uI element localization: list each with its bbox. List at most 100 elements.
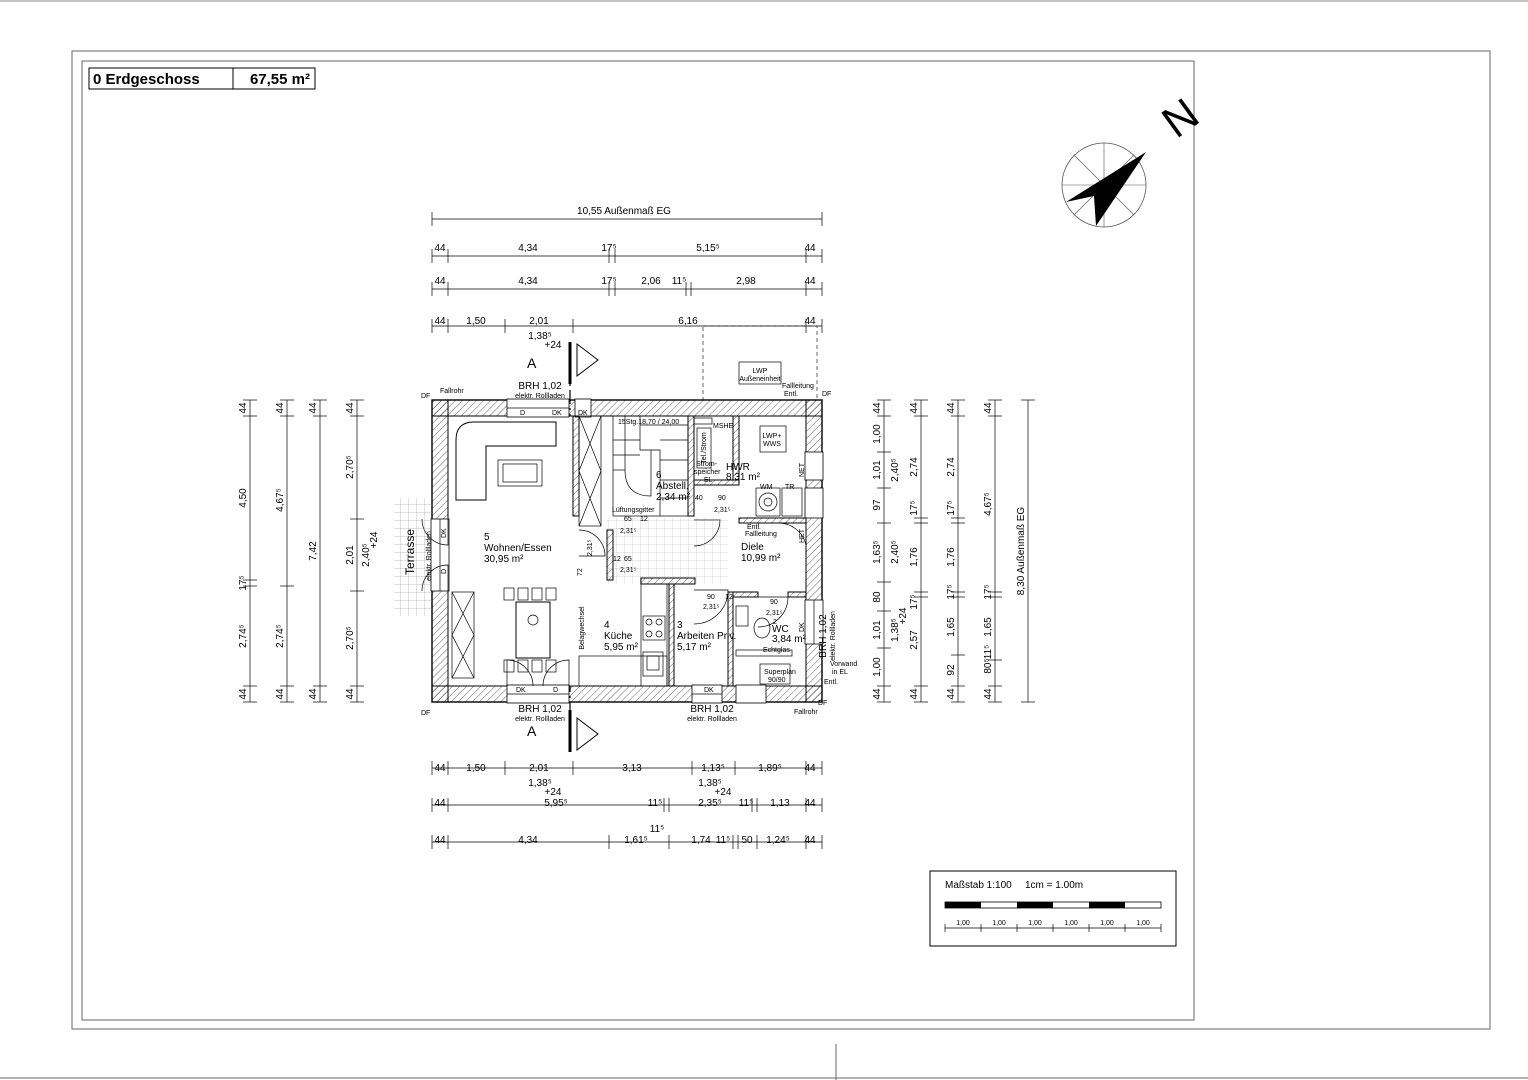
svg-text:2,34 m²: 2,34 m²: [656, 492, 691, 503]
svg-text:44: 44: [275, 688, 286, 700]
svg-text:WM: WM: [760, 484, 773, 491]
svg-text:1,38⁵: 1,38⁵: [890, 618, 901, 642]
svg-text:1,00: 1,00: [872, 657, 883, 677]
svg-text:Arbeiten Priv.: Arbeiten Priv.: [677, 631, 736, 642]
svg-text:44: 44: [308, 688, 319, 700]
room-living-area: 30,95 m²: [484, 554, 524, 565]
svg-text:+24: +24: [715, 787, 732, 798]
svg-text:1,00: 1,00: [872, 424, 883, 444]
svg-text:2,31⁵: 2,31⁵: [620, 567, 637, 574]
svg-text:DK: DK: [516, 687, 526, 694]
svg-text:92: 92: [946, 664, 957, 676]
svg-text:Echtglas: Echtglas: [763, 647, 790, 654]
svg-text:2,06: 2,06: [641, 276, 661, 287]
svg-text:DK: DK: [704, 687, 714, 694]
svg-text:40: 40: [695, 495, 703, 502]
svg-text:Entl.: Entl.: [747, 524, 761, 531]
svg-text:Superplan: Superplan: [764, 669, 796, 676]
svg-text:2,31⁵: 2,31⁵: [587, 539, 594, 556]
svg-text:44: 44: [434, 835, 446, 846]
svg-text:Maßstab 1:100: Maßstab 1:100: [945, 880, 1012, 891]
room-labels: 5 Wohnen/Essen 30,95 m² 6 Abstell. 2,34 …: [484, 462, 807, 653]
svg-text:BRH 1,02: BRH 1,02: [518, 381, 562, 392]
svg-text:4: 4: [604, 620, 610, 631]
svg-text:DF: DF: [421, 710, 430, 717]
svg-text:Strom-: Strom-: [696, 461, 718, 468]
svg-text:1,38⁵: 1,38⁵: [528, 331, 552, 342]
svg-text:97: 97: [872, 499, 883, 511]
svg-text:17⁵: 17⁵: [946, 584, 957, 599]
svg-text:1,76: 1,76: [946, 547, 957, 567]
svg-text:65: 65: [624, 516, 632, 523]
svg-text:44: 44: [345, 402, 356, 414]
building-labels: BRH 1,02 elektr. Rollladen BRH 1,02 elek…: [403, 368, 857, 723]
svg-text:4,34: 4,34: [518, 276, 538, 287]
svg-text:17⁵: 17⁵: [909, 500, 920, 515]
svg-text:44: 44: [983, 402, 994, 414]
svg-text:15Stg.18,70 / 24,00: 15Stg.18,70 / 24,00: [618, 419, 679, 426]
room-living-num: 5: [484, 532, 490, 543]
svg-text:44: 44: [909, 402, 920, 414]
inner-dimensions: 2,31⁵ 2,31⁵ 2,31⁵ 2,31⁵ 2,31⁵ 2,31⁵ 90 9…: [577, 495, 783, 626]
svg-text:17⁵: 17⁵: [909, 594, 920, 609]
svg-text:1,63⁵: 1,63⁵: [872, 540, 883, 564]
svg-text:1,00: 1,00: [1100, 920, 1114, 927]
svg-text:44: 44: [238, 688, 249, 700]
svg-text:Entl.: Entl.: [784, 391, 798, 398]
svg-text:1,38⁵: 1,38⁵: [528, 778, 552, 789]
svg-text:Diele: Diele: [741, 542, 764, 553]
svg-text:3,13: 3,13: [622, 763, 642, 774]
svg-text:Lüftungsgitter: Lüftungsgitter: [612, 507, 655, 514]
svg-text:90: 90: [718, 495, 726, 502]
dimensions-top: 10,55 Außenmaß EG 44 4,34 17⁵ 5,15⁵ 44 4…: [431, 206, 823, 351]
svg-text:2,74⁵: 2,74⁵: [275, 624, 286, 648]
svg-text:1cm = 1.00m: 1cm = 1.00m: [1025, 880, 1083, 891]
svg-text:4,50: 4,50: [238, 488, 249, 508]
svg-text:Terrasse: Terrasse: [403, 529, 417, 575]
svg-text:8,30 Außenmaß EG: 8,30 Außenmaß EG: [1016, 507, 1027, 596]
svg-text:44: 44: [434, 276, 446, 287]
outer-frame: [71, 50, 1491, 1030]
svg-text:Fallleitung: Fallleitung: [782, 383, 814, 390]
svg-text:44: 44: [275, 402, 286, 414]
svg-text:DK: DK: [578, 410, 588, 417]
svg-text:4,67⁵: 4,67⁵: [275, 488, 286, 512]
svg-text:6,16: 6,16: [678, 316, 698, 327]
svg-text:1,65: 1,65: [983, 617, 994, 637]
svg-text:2,57: 2,57: [909, 630, 920, 650]
svg-text:Fallrohr: Fallrohr: [440, 388, 464, 395]
svg-text:17⁵: 17⁵: [983, 584, 994, 599]
svg-text:2,74: 2,74: [946, 457, 957, 477]
svg-text:elektr. Rollladen: elektr. Rollladen: [515, 393, 565, 400]
svg-text:2,35⁵: 2,35⁵: [698, 798, 722, 809]
svg-text:11⁵: 11⁵: [716, 835, 731, 846]
svg-text:44: 44: [872, 402, 883, 414]
svg-text:HWR: HWR: [726, 462, 750, 473]
section-label-top: A: [527, 355, 537, 371]
svg-text:12: 12: [613, 556, 621, 563]
svg-text:D: D: [520, 410, 525, 417]
svg-text:EL: EL: [704, 477, 713, 484]
svg-text:1,61⁵: 1,61⁵: [624, 835, 648, 846]
svg-text:2,40⁵: 2,40⁵: [890, 540, 901, 564]
svg-text:2,40⁵: 2,40⁵: [361, 543, 372, 567]
svg-text:2,40⁵: 2,40⁵: [890, 458, 901, 482]
svg-text:5,95⁵: 5,95⁵: [544, 798, 568, 809]
svg-text:1,00: 1,00: [1136, 920, 1150, 927]
svg-text:10,99 m²: 10,99 m²: [741, 553, 781, 564]
svg-text:LWP+: LWP+: [763, 433, 782, 440]
svg-text:1,13: 1,13: [770, 798, 790, 809]
svg-text:2,70⁵: 2,70⁵: [345, 626, 356, 650]
svg-text:90: 90: [770, 599, 778, 606]
svg-text:90/90: 90/90: [768, 677, 786, 684]
svg-text:+24: +24: [545, 340, 562, 351]
floor-name: 0 Erdgeschoss: [93, 71, 200, 88]
svg-text:17⁵: 17⁵: [601, 243, 616, 254]
svg-text:1,89⁵: 1,89⁵: [758, 763, 782, 774]
svg-text:Fallrohr: Fallrohr: [794, 709, 818, 716]
svg-text:Vorwand: Vorwand: [830, 661, 857, 668]
svg-text:Tel./Strom: Tel./Strom: [701, 432, 708, 464]
svg-text:Belagwechsel: Belagwechsel: [579, 606, 586, 650]
svg-text:HET: HET: [799, 528, 806, 543]
svg-text:44: 44: [946, 402, 957, 414]
